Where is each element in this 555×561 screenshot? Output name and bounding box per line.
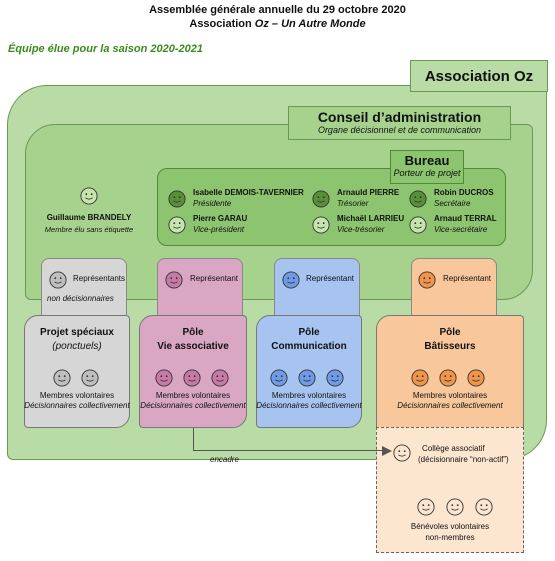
pole-communication-members: Membres volontaires: [271, 391, 347, 400]
benevole-face-icon: [475, 498, 493, 516]
conseil-title-box: Conseil d’administration Organe décision…: [288, 106, 511, 140]
pole-projets-members: Membres volontaires: [39, 391, 115, 400]
bureau-member-role: Vice-président: [193, 225, 244, 234]
pole-batisseurs-member-face-icon: [439, 369, 457, 387]
pole-projets-title: Projet spéciaux: [40, 327, 114, 338]
bureau-title-box: Bureau Porteur de projet: [390, 150, 464, 184]
pole-vie-member-face-icon: [211, 369, 229, 387]
bureau-member-role: Vice-secrétaire: [434, 225, 488, 234]
rep-vie-label: Représentant: [190, 274, 239, 283]
bureau-member-name: Pierre GARAU: [193, 214, 248, 223]
bureau-member-name: Robin DUCROS: [434, 188, 494, 197]
bureau-member-name: Arnauld PIERRE: [337, 188, 400, 197]
bureau-member-face-icon: [168, 190, 186, 208]
pole-batisseurs-member-face-icon: [467, 369, 485, 387]
encadre-label: encadre: [210, 455, 239, 464]
benevole-face-icon: [417, 498, 435, 516]
bureau-member-role: Secrétaire: [434, 199, 471, 208]
rep-communication-label: Représentant: [306, 274, 355, 283]
rep-batisseurs-face-icon: [418, 271, 436, 289]
rep-vie-face-icon: [165, 271, 183, 289]
college-subtitle: (décisionnaire “non-actif”): [418, 455, 509, 464]
pole-communication-title2: Communication: [271, 341, 347, 352]
pole-vie-member-face-icon: [155, 369, 173, 387]
bureau-member-face-icon: [409, 216, 427, 234]
header-line2: Association Oz – Un Autre Monde: [0, 18, 555, 30]
rep-projets-face-icon: [49, 271, 67, 289]
pole-projets-member-face-icon: [53, 369, 71, 387]
pole-communication-member-face-icon: [298, 369, 316, 387]
encadre-line-vertical: [193, 428, 194, 450]
benevoles-line2: non-membres: [425, 533, 475, 542]
benevoles-line1: Bénévoles volontaires: [410, 522, 490, 531]
pole-batisseurs-decision: Décisionnaires collectivement: [397, 401, 503, 410]
pole-projets-box: [24, 315, 130, 428]
bureau-member-role: Présidente: [193, 199, 232, 208]
bureau-member-name: Arnaud TERRAL: [434, 214, 497, 223]
rep-projets-sublabel: non décisionnaires: [47, 294, 114, 303]
pole-batisseurs-members: Membres volontaires: [412, 391, 488, 400]
pole-communication-title: Pôle: [298, 327, 320, 338]
college-title: Collège associatif: [422, 444, 485, 453]
bureau-member-face-icon: [312, 190, 330, 208]
pole-vie-title: Pôle: [182, 327, 204, 338]
association-title-box: Association Oz: [410, 60, 548, 92]
encadre-arrow-icon: [382, 446, 392, 456]
bureau-member-role: Trésorier: [337, 199, 369, 208]
pole-communication-member-face-icon: [270, 369, 288, 387]
pole-vie-members: Membres volontaires: [155, 391, 231, 400]
conseil-title: Conseil d’administration: [317, 109, 482, 125]
guillaume-avatar-icon: [80, 187, 98, 205]
bureau-member-name: Isabelle DEMOIS-TAVERNIER: [193, 188, 304, 197]
pole-vie-member-face-icon: [183, 369, 201, 387]
pole-projets-member-face-icon: [81, 369, 99, 387]
pole-projets-subtitle: (ponctuels): [52, 341, 102, 352]
bureau-member-name: Michaël LARRIEU: [337, 214, 405, 223]
guillaume-name: Guillaume BRANDELY: [46, 213, 132, 222]
bureau-subtitle: Porteur de projet: [393, 168, 461, 178]
page-subtitle: Équipe élue pour la saison 2020-2021: [8, 43, 204, 55]
rep-communication-face-icon: [282, 271, 300, 289]
bureau-member-role: Vice-trésorier: [337, 225, 385, 234]
pole-projets-decision: Décisionnaires collectivement: [24, 401, 130, 410]
college-face-icon: [393, 444, 411, 462]
conseil-subtitle: Organe décisionnel et de communication: [317, 125, 482, 135]
benevole-face-icon: [446, 498, 464, 516]
encadre-line-horizontal: [193, 450, 386, 451]
guillaume-role: Membre élu sans étiquette: [44, 225, 134, 234]
pole-batisseurs-title2: Bâtisseurs: [424, 341, 476, 352]
rep-batisseurs-label: Représentant: [443, 274, 492, 283]
pole-batisseurs-member-face-icon: [411, 369, 429, 387]
rep-projets-label: Représentants: [73, 274, 126, 283]
bureau-member-face-icon: [168, 216, 186, 234]
header-line2-italic: Oz – Un Autre Monde: [254, 18, 366, 30]
header-line2-prefix: Association: [189, 18, 255, 30]
pole-batisseurs-title: Pôle: [439, 327, 461, 338]
pole-communication-decision: Décisionnaires collectivement: [256, 401, 362, 410]
pole-communication-member-face-icon: [326, 369, 344, 387]
pole-vie-decision: Décisionnaires collectivement: [140, 401, 246, 410]
header-line1: Assemblée générale annuelle du 29 octobr…: [149, 4, 406, 16]
bureau-member-face-icon: [312, 216, 330, 234]
association-title: Association Oz: [424, 68, 534, 85]
pole-vie-title2: Vie associative: [157, 341, 229, 352]
bureau-member-face-icon: [409, 190, 427, 208]
bureau-title: Bureau: [404, 153, 450, 168]
